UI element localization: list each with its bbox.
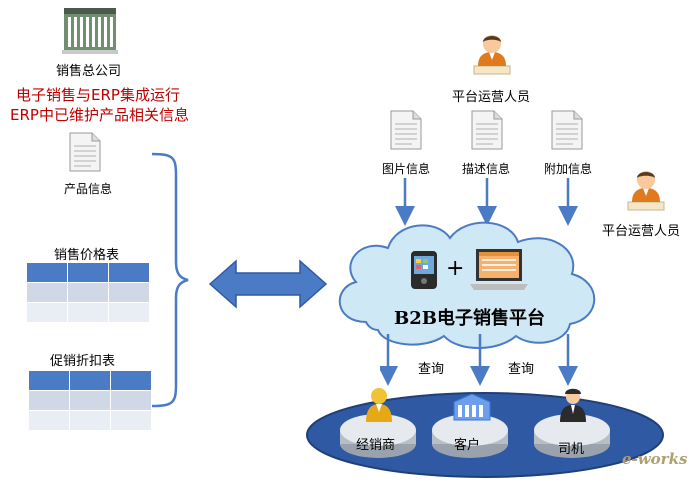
table-cell <box>26 282 68 303</box>
table-cell <box>28 410 70 431</box>
product-info-label: 产品信息 <box>64 182 113 196</box>
doc-label-image: 图片信息 <box>382 162 431 176</box>
customer-disc <box>432 414 508 458</box>
table-cell <box>67 302 109 323</box>
person-icon <box>627 171 665 211</box>
table-row <box>28 410 152 431</box>
table-cell <box>28 390 70 411</box>
customer-disc <box>534 414 610 458</box>
mobile-phone-icon <box>411 251 437 289</box>
note-line-2: ERP中已维护产品相关信息 <box>10 106 189 124</box>
arrows-docs-to-platform <box>395 178 578 226</box>
table-cell <box>110 410 152 431</box>
customer-label-dealer: 经销商 <box>356 438 396 453</box>
customer-label-client: 客户 <box>454 438 481 453</box>
document-icon <box>69 132 101 172</box>
arrows-platform-to-customers <box>380 334 578 386</box>
platform-title: B2B电子销售平台 <box>394 308 545 329</box>
table-cell <box>110 370 152 391</box>
doc-label-description: 描述信息 <box>462 162 511 176</box>
table-cell <box>67 262 109 283</box>
table-cell <box>67 282 109 303</box>
discount-table-title: 促销折扣表 <box>50 354 116 369</box>
doc-label-additional: 附加信息 <box>544 162 593 176</box>
table-cell <box>108 282 150 303</box>
table-cell <box>26 262 68 283</box>
table-row <box>26 282 150 303</box>
customer-label-driver: 司机 <box>558 442 585 457</box>
driver-person-icon <box>560 388 586 422</box>
plus-sign: + <box>446 256 465 281</box>
customer-disc <box>340 414 416 458</box>
document-icon <box>390 110 422 150</box>
document-icon <box>471 110 503 150</box>
laptop-icon <box>470 249 528 290</box>
double-arrow <box>208 259 328 309</box>
table-cell <box>28 370 70 391</box>
table-cell <box>108 302 150 323</box>
price-table-title: 销售价格表 <box>54 248 120 263</box>
table-row <box>28 390 152 411</box>
operator-top-label: 平台运营人员 <box>452 90 531 105</box>
curly-brace <box>151 152 189 408</box>
person-icon <box>473 35 511 75</box>
building-icon <box>62 8 118 54</box>
table-cell <box>110 390 152 411</box>
discount-table <box>28 370 152 431</box>
customer-building-icon <box>453 393 491 421</box>
table-cell <box>69 390 111 411</box>
price-table <box>26 262 150 323</box>
table-cell <box>69 410 111 431</box>
table-cell <box>108 262 150 283</box>
query-label: 查询 <box>418 362 445 377</box>
watermark-logo: e-works <box>622 450 688 468</box>
document-icon <box>551 110 583 150</box>
headquarters-label: 销售总公司 <box>56 64 122 79</box>
query-label: 查询 <box>508 362 535 377</box>
table-row <box>28 370 152 391</box>
operator-right-label: 平台运营人员 <box>602 224 681 239</box>
dealer-person-icon <box>366 388 392 422</box>
table-row <box>26 262 150 283</box>
note-line-1: 电子销售与ERP集成运行 <box>16 86 180 104</box>
platform-cloud <box>338 221 596 349</box>
table-row <box>26 302 150 323</box>
table-cell <box>26 302 68 323</box>
table-cell <box>69 370 111 391</box>
